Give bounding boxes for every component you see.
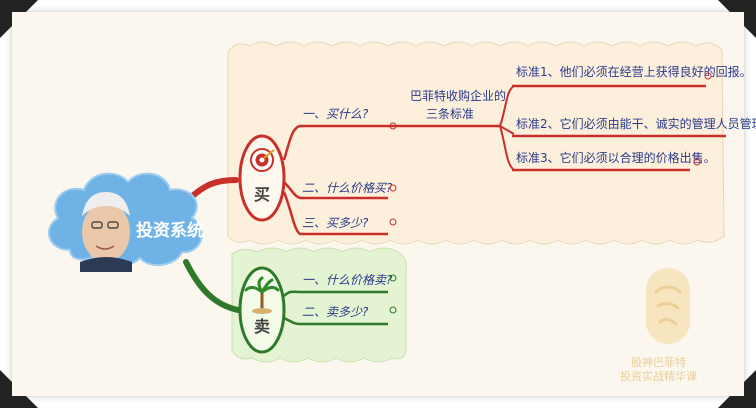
center-label: 投资系统 (136, 220, 204, 241)
connector-buy-amount (282, 191, 388, 236)
sell-node[interactable]: 卖 (238, 266, 286, 354)
buy-node[interactable]: 买 (238, 134, 286, 222)
buy-child-1[interactable]: 一、买什么? (302, 107, 369, 121)
criteria-item-2[interactable]: 标准2、它们必须由能干、诚实的管理人员管理。 (516, 116, 756, 131)
frame-corner-bottom-left (0, 370, 38, 408)
watermark-seal (646, 268, 690, 344)
buy-child-2[interactable]: 二、什么价格买? (302, 181, 393, 195)
sell-child-2[interactable]: 二、卖多少? (302, 305, 369, 319)
watermark-line2: 投资实战精华课 (620, 369, 697, 383)
buy-region (227, 41, 725, 245)
watermark-line1: 股神巴菲特 (631, 355, 686, 369)
criteria-item-1[interactable]: 标准1、他们必须在经营上获得良好的回报。 (516, 64, 752, 79)
connector-center-sell (183, 259, 241, 313)
criteria-item-3[interactable]: 标准3、它们必须以合理的价格出售。 (516, 150, 716, 165)
sell-child-1[interactable]: 一、什么价格卖? (302, 273, 393, 287)
target-icon (250, 148, 275, 172)
center-node[interactable]: 投资系统 (47, 172, 204, 272)
connector-sell-amount (283, 316, 388, 326)
palm-tree-icon (244, 276, 280, 314)
buy-label: 买 (254, 185, 270, 204)
connector-center-buy (187, 177, 239, 201)
avatar (80, 192, 132, 272)
watermark: 股神巴菲特 投资实战精华课 (620, 268, 697, 383)
connector-buy-price (283, 181, 388, 200)
criteria-group-line1[interactable]: 巴菲特收购企业的 (410, 88, 506, 103)
buy-child-3[interactable]: 三、买多少? (302, 216, 369, 230)
connector-buy-what (282, 124, 388, 161)
connector-sell-price (283, 290, 388, 297)
connector-criteria-branches (499, 85, 515, 171)
sell-label: 卖 (254, 317, 270, 336)
criteria-group-line2[interactable]: 三条标准 (426, 107, 474, 121)
frame-corner-top-left (0, 0, 38, 38)
frame-corner-top-right (718, 0, 756, 38)
frame-corner-bottom-right (718, 370, 756, 408)
